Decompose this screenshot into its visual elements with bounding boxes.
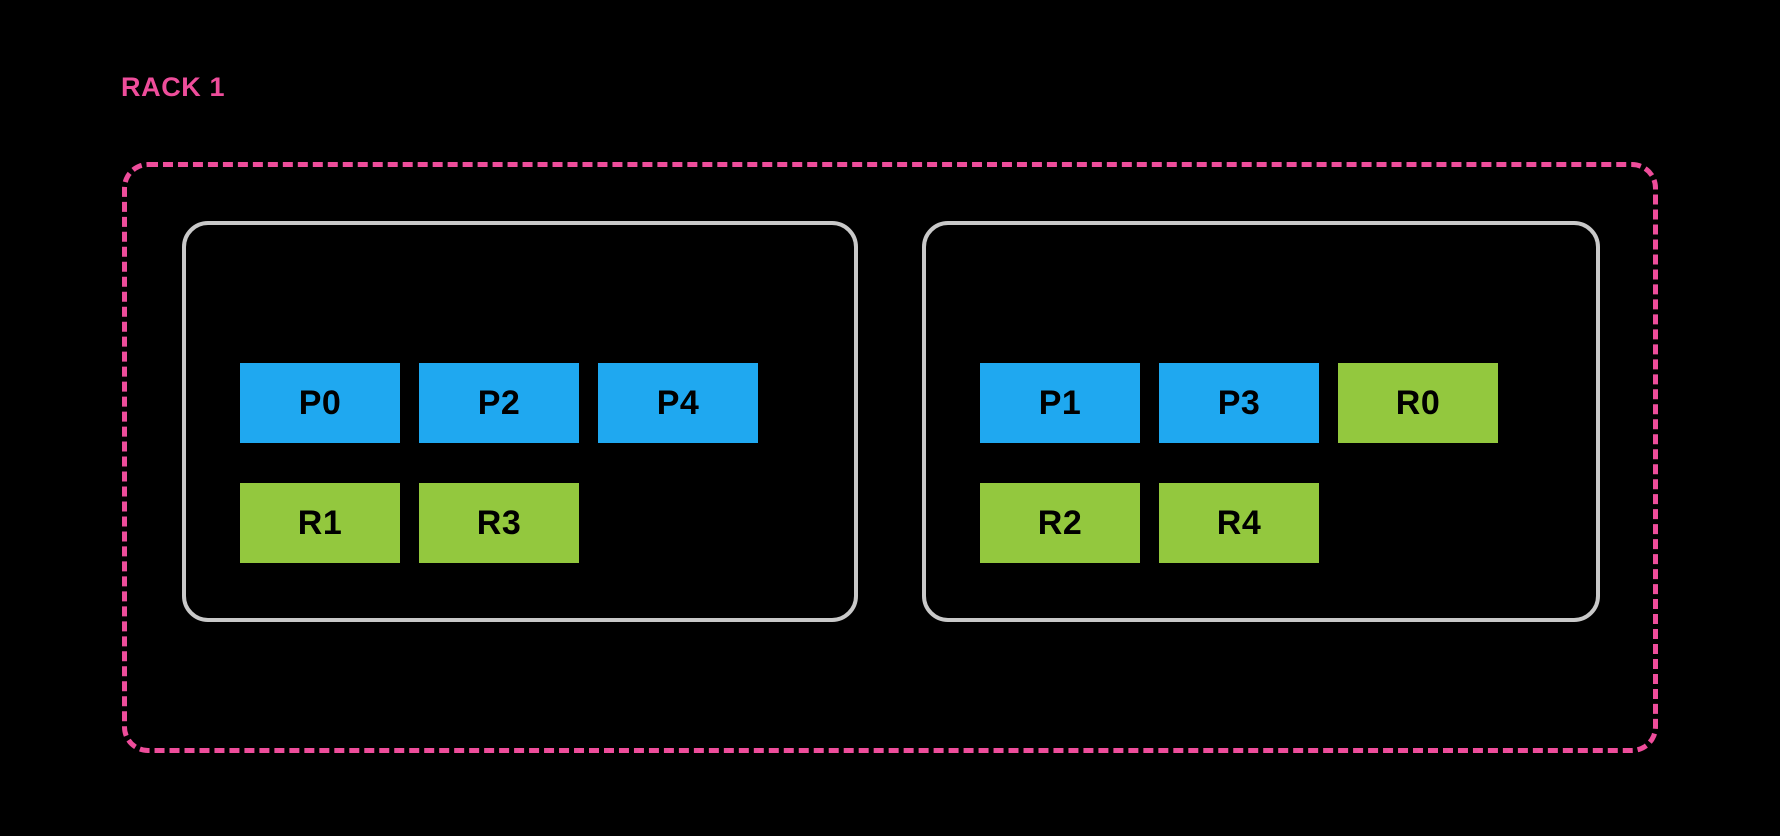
shard-block-r4[interactable]: R4 [1159,483,1319,563]
rack-label: RACK 1 [121,72,226,102]
shard-block-p3[interactable]: P3 [1159,363,1319,443]
shard-block-p2[interactable]: P2 [419,363,579,443]
rack-boundary [122,162,1658,753]
shard-block-p1[interactable]: P1 [980,363,1140,443]
node-box-right [922,221,1600,622]
shard-block-p0[interactable]: P0 [240,363,400,443]
shard-block-p4[interactable]: P4 [598,363,758,443]
shard-block-r2[interactable]: R2 [980,483,1140,563]
node-box-left [182,221,858,622]
shard-block-r0[interactable]: R0 [1338,363,1498,443]
shard-block-r1[interactable]: R1 [240,483,400,563]
shard-block-r3[interactable]: R3 [419,483,579,563]
